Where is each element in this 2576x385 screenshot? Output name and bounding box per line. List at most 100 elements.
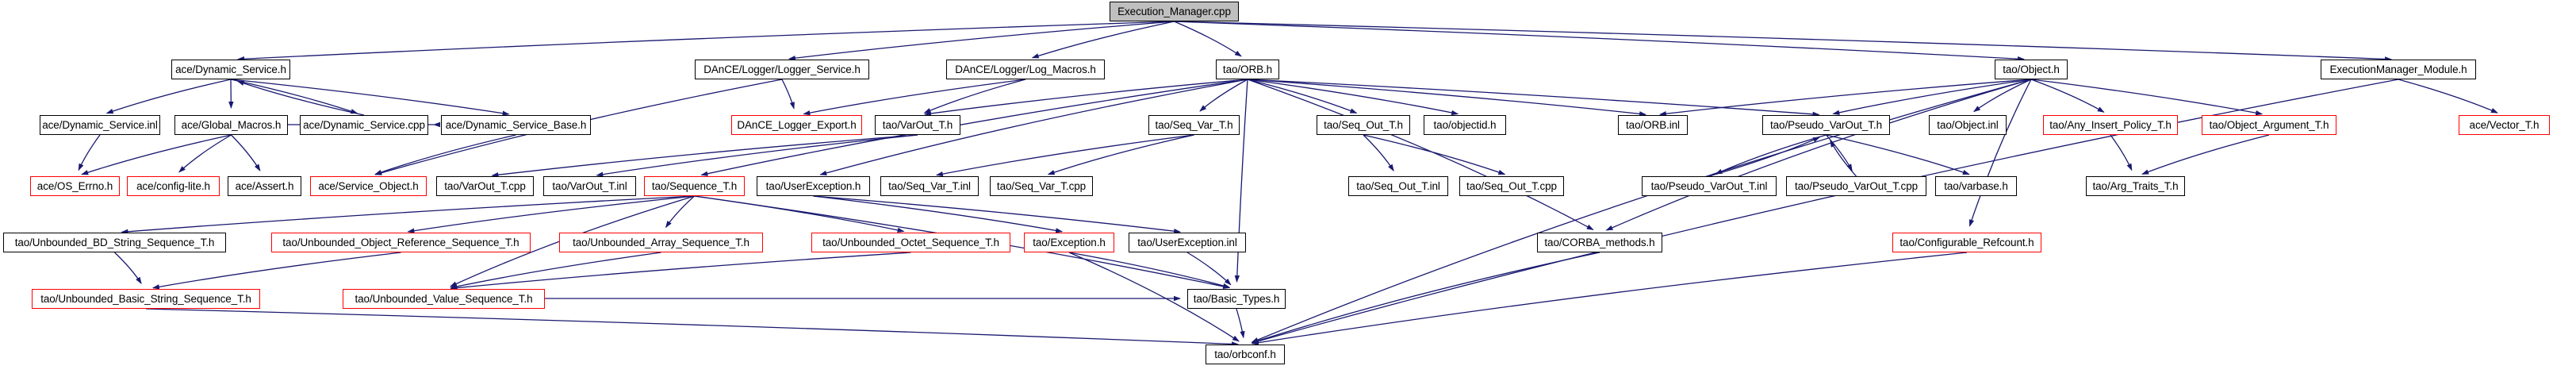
graph-edge <box>1174 21 2026 62</box>
graph-node[interactable]: ace/OS_Errno.h <box>30 176 120 196</box>
graph-node[interactable]: tao/Unbounded_Basic_String_Sequence_T.h <box>32 289 260 309</box>
graph-edge <box>2398 79 2498 114</box>
graph-edge <box>1247 79 1647 117</box>
graph-node[interactable]: tao/objectid.h <box>1424 115 1506 135</box>
graph-node[interactable]: tao/VarOut_T.h <box>875 115 960 135</box>
graph-node[interactable]: tao/Seq_Var_T.inl <box>880 176 979 196</box>
graph-edge <box>231 134 261 171</box>
graph-node[interactable]: tao/UserException.h <box>757 176 870 196</box>
graph-edge <box>114 252 142 285</box>
graph-node[interactable]: tao/Object.inl <box>1929 115 2007 135</box>
graph-node[interactable]: ace/Assert.h <box>228 176 301 196</box>
graph-node[interactable]: tao/varbase.h <box>1935 176 2017 196</box>
graph-edge <box>1174 21 1242 57</box>
graph-edge <box>1186 252 1232 286</box>
graph-node[interactable]: tao/Seq_Out_T.inl <box>1348 176 1448 196</box>
graph-node[interactable]: ace/Dynamic_Service.inl <box>40 115 160 135</box>
graph-edge <box>450 252 911 291</box>
graph-node[interactable]: tao/ORB.h <box>1216 60 1279 79</box>
graph-node[interactable]: ace/Dynamic_Service_Base.h <box>441 115 591 135</box>
graph-edge <box>596 134 918 177</box>
graph-edge <box>236 21 1175 62</box>
graph-edge <box>923 79 1248 117</box>
graph-node[interactable]: ace/Service_Object.h <box>310 176 427 196</box>
graph-edge <box>813 195 1182 234</box>
graph-node[interactable]: tao/CORBA_methods.h <box>1537 233 1662 252</box>
graph-edge <box>813 195 1064 233</box>
graph-edge <box>374 134 516 175</box>
graph-edge <box>2030 79 2105 113</box>
graph-node[interactable]: tao/Pseudo_VarOut_T.h <box>1762 115 1890 135</box>
graph-edge <box>2110 134 2133 171</box>
graph-edge <box>788 21 1175 61</box>
graph-edge <box>1199 79 1248 112</box>
graph-edge <box>81 134 232 175</box>
graph-node[interactable]: tao/Sequence_T.h <box>644 176 745 196</box>
graph-edge <box>2030 79 2264 116</box>
graph-edge <box>1251 252 1968 345</box>
graph-edge <box>1236 308 1245 339</box>
graph-edge <box>230 79 358 114</box>
graph-edge <box>781 79 795 110</box>
graph-node[interactable]: ace/Global_Macros.h <box>174 115 288 135</box>
graph-edge <box>145 308 1239 347</box>
graph-node[interactable]: tao/Exception.h <box>1024 233 1114 252</box>
graph-edge <box>1830 140 1857 177</box>
graph-node[interactable]: tao/Unbounded_Octet_Sequence_T.h <box>811 233 1010 252</box>
graph-node[interactable]: tao/Unbounded_Object_Reference_Sequence_… <box>271 233 531 252</box>
graph-node[interactable]: tao/Seq_Out_T.h <box>1317 115 1410 135</box>
graph-node[interactable]: tao/Basic_Types.h <box>1187 289 1286 309</box>
graph-node[interactable]: tao/Unbounded_Value_Sequence_T.h <box>343 289 545 309</box>
graph-node[interactable]: ace/Dynamic_Service.cpp <box>300 115 428 135</box>
graph-edge <box>1708 137 1820 177</box>
graph-edge <box>1973 79 2032 113</box>
graph-edge <box>178 134 232 173</box>
graph-edge <box>1247 79 1358 114</box>
graph-edge <box>105 79 232 114</box>
graph-node[interactable]: tao/Pseudo_VarOut_T.inl <box>1642 176 1777 196</box>
graph-node[interactable]: tao/Unbounded_BD_String_Sequence_T.h <box>3 233 226 252</box>
graph-node[interactable]: tao/Seq_Var_T.cpp <box>990 176 1093 196</box>
graph-edge <box>1826 134 1970 175</box>
graph-edge <box>1174 21 2392 62</box>
graph-edge <box>236 80 365 116</box>
graph-edge <box>1247 79 1594 230</box>
graph-node[interactable]: tao/VarOut_T.cpp <box>436 176 534 196</box>
graph-node[interactable]: tao/orbconf.h <box>1206 345 1285 364</box>
graph-node[interactable]: tao/Object_Argument_T.h <box>2202 115 2336 135</box>
graph-edge <box>491 134 918 178</box>
graph-node[interactable]: DAnCE_Logger_Export.h <box>731 115 862 135</box>
graph-node[interactable]: tao/VarOut_T.inl <box>543 176 636 196</box>
graph-edge <box>230 79 510 116</box>
graph-node[interactable]: tao/Pseudo_VarOut_T.cpp <box>1786 176 1926 196</box>
graph-node[interactable]: tao/Seq_Out_T.cpp <box>1459 176 1564 196</box>
graph-node[interactable]: ace/Dynamic_Service.h <box>171 60 290 79</box>
graph-edge <box>407 195 695 233</box>
graph-node[interactable]: tao/Object.h <box>1995 60 2068 79</box>
graph-node[interactable]: tao/ORB.inl <box>1618 115 1688 135</box>
graph-edge <box>1234 79 1248 283</box>
graph-node[interactable]: DAnCE/Logger/Logger_Service.h <box>695 60 869 79</box>
graph-node[interactable]: tao/Unbounded_Array_Sequence_T.h <box>559 233 763 252</box>
graph-edge <box>819 79 1248 176</box>
graph-edge <box>1832 79 2032 115</box>
graph-node[interactable]: tao/Configurable_Refcount.h <box>1892 233 2041 252</box>
graph-edge <box>803 79 1026 116</box>
graph-node[interactable]: DAnCE/Logger/Log_Macros.h <box>946 60 1105 79</box>
graph-node[interactable]: ace/config-lite.h <box>127 176 220 196</box>
graph-node[interactable]: ace/Vector_T.h <box>2459 115 2550 135</box>
graph-edge <box>1715 134 1827 175</box>
graph-edge <box>935 134 1194 177</box>
graph-node[interactable]: Execution_Manager.cpp <box>1110 2 1239 21</box>
graph-edge <box>1031 21 1175 59</box>
graph-edge <box>1605 79 2032 231</box>
graph-edge <box>450 252 661 290</box>
graph-node[interactable]: tao/Seq_Var_T.h <box>1148 115 1240 135</box>
graph-edge <box>78 134 101 171</box>
graph-node[interactable]: ExecutionManager_Module.h <box>2321 60 2476 79</box>
graph-node[interactable]: tao/UserException.inl <box>1129 233 1246 252</box>
graph-node[interactable]: tao/Arg_Traits_T.h <box>2086 176 2185 196</box>
graph-edge <box>1363 134 1506 175</box>
graph-node[interactable]: tao/Any_Insert_Policy_T.h <box>2043 115 2178 135</box>
